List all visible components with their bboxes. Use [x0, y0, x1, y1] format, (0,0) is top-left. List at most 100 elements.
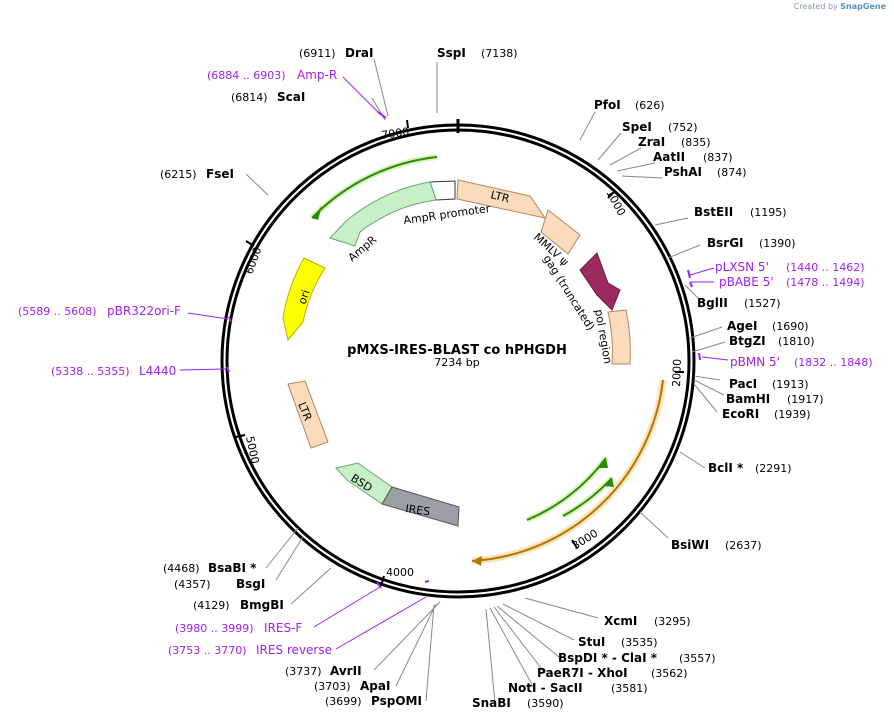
primer-iresf-range: (3980 .. 3999) — [175, 622, 254, 635]
enzyme-apai[interactable]: ApaI — [360, 679, 390, 693]
tick-3000: 3000 — [570, 527, 601, 553]
enzyme-paer7i-xhoi-pos: (3562) — [651, 667, 688, 680]
enzyme-stui-pos: (3535) — [621, 636, 658, 649]
primer-iresrev-range: (3753 .. 3770) — [168, 644, 247, 657]
primer-leaders — [179, 76, 729, 650]
enzyme-bsiwi[interactable]: BsiWI — [671, 538, 709, 552]
snapgene-logo: SnapGene — [840, 2, 886, 11]
enzyme-bsteii-pos: (1195) — [750, 206, 787, 219]
primer-ampr[interactable]: Amp-R — [297, 68, 337, 82]
enzyme-aatii[interactable]: AatII — [653, 150, 685, 164]
tick-7000: 7000 — [381, 125, 411, 142]
enzyme-bsiwi-pos: (2637) — [725, 539, 762, 552]
enzyme-zrai-pos: (835) — [681, 136, 711, 149]
enzyme-xcmi-pos: (3295) — [654, 615, 691, 628]
enzyme-noti-sacii[interactable]: NotI - SacII — [508, 681, 583, 695]
enzyme-bsgi-pos: (4357) — [174, 578, 211, 591]
enzyme-bsrgi[interactable]: BsrGI — [707, 236, 744, 250]
primer-pbmn[interactable]: pBMN 5' — [730, 355, 780, 369]
enzyme-spei[interactable]: SpeI — [622, 120, 652, 134]
enzyme-bsgi[interactable]: BsgI — [236, 577, 265, 591]
primer-pbr322ori[interactable]: pBR322ori-F — [107, 304, 181, 318]
enzyme-bmgbi[interactable]: BmgBI — [240, 598, 284, 612]
enzyme-fsei-pos: (6215) — [160, 168, 197, 181]
enzyme-bspdi-clai[interactable]: BspDI * - ClaI * — [558, 651, 658, 665]
enzyme-bmgbi-pos: (4129) — [193, 599, 230, 612]
enzyme-aatii-pos: (837) — [703, 151, 733, 164]
primer-plxsn-range: (1440 .. 1462) — [786, 261, 865, 274]
enzyme-pspomi-pos: (3699) — [325, 695, 362, 708]
feature-ori-label: ori — [296, 288, 313, 306]
enzyme-bcli[interactable]: BclI * — [708, 461, 744, 475]
enzyme-ecori[interactable]: EcoRI — [722, 407, 759, 421]
primer-l4440-range: (5338 .. 5355) — [51, 365, 130, 378]
feature-ltr-top-label: LTR — [489, 188, 511, 205]
enzyme-drai[interactable]: DraI — [345, 46, 373, 60]
tick-4000: 4000 — [386, 566, 414, 579]
enzyme-sspi-pos: (7138) — [481, 47, 518, 60]
enzyme-btgzi-pos: (1810) — [778, 335, 815, 348]
primer-iresf[interactable]: IRES-F — [264, 621, 302, 635]
feature-mmlv — [540, 209, 581, 255]
enzyme-pshai-pos: (874) — [717, 166, 747, 179]
enzyme-spei-pos: (752) — [668, 121, 698, 134]
feature-ires-label: IRES — [405, 502, 431, 518]
enzyme-labels-left: (6911) DraI (6884 .. 6903) Amp-R (6814) … — [18, 46, 422, 708]
enzyme-snabi[interactable]: SnaBI — [472, 696, 511, 710]
primer-iresrev[interactable]: IRES reverse — [256, 643, 332, 657]
feature-ampr-promoter-label: AmpR promoter — [403, 202, 492, 227]
enzyme-pfoi[interactable]: PfoI — [594, 98, 621, 112]
orf-arrows — [309, 154, 667, 566]
primer-pbr322ori-range: (5589 .. 5608) — [18, 305, 97, 318]
enzyme-pspomi[interactable]: PspOMI — [371, 694, 422, 708]
enzyme-btgzi[interactable]: BtgZI — [729, 334, 766, 348]
enzyme-pshai[interactable]: PshAI — [664, 165, 702, 179]
enzyme-avrii-pos: (3737) — [285, 665, 322, 678]
primer-ampr-range: (6884 .. 6903) — [207, 69, 286, 82]
created-by-text: Created by — [793, 2, 838, 11]
enzyme-sspi[interactable]: SspI — [437, 46, 466, 60]
plasmid-size: 7234 bp — [434, 356, 479, 369]
enzyme-paci-pos: (1913) — [772, 378, 809, 391]
enzyme-bsabi-pos: (4468) — [163, 562, 200, 575]
primer-marks — [226, 111, 701, 589]
enzyme-avrii[interactable]: AvrII — [330, 664, 362, 678]
enzyme-paer7i-xhoi[interactable]: PaeR7I - XhoI — [537, 666, 628, 680]
primer-pbabe[interactable]: pBABE 5' — [719, 275, 774, 289]
primer-l4440[interactable]: L4440 — [139, 364, 176, 378]
enzyme-xcmi[interactable]: XcmI — [604, 614, 637, 628]
enzyme-bglii-pos: (1527) — [744, 297, 781, 310]
label-leaders — [245, 58, 726, 704]
feature-gag — [579, 252, 621, 311]
tick-5000: 5000 — [243, 435, 262, 465]
enzyme-bglii[interactable]: BglII — [697, 296, 728, 310]
enzyme-fsei[interactable]: FseI — [206, 167, 234, 181]
enzyme-paci[interactable]: PacI — [729, 377, 757, 391]
tick-2000: 2000 — [670, 359, 684, 387]
enzyme-apai-pos: (3703) — [314, 680, 351, 693]
primer-plxsn[interactable]: pLXSN 5' — [715, 260, 769, 274]
feature-ori — [282, 257, 326, 342]
enzyme-bspdi-clai-pos: (3557) — [679, 652, 716, 665]
primer-pbabe-range: (1478 .. 1494) — [786, 276, 865, 289]
enzyme-bsteii[interactable]: BstEII — [694, 205, 733, 219]
enzyme-bamhi[interactable]: BamHI — [726, 392, 770, 406]
feature-pol — [607, 309, 631, 365]
enzyme-drai-pos: (6911) — [299, 47, 336, 60]
enzyme-bsrgi-pos: (1390) — [759, 237, 796, 250]
enzyme-bsabi[interactable]: BsaBI * — [208, 561, 257, 575]
enzyme-agei[interactable]: AgeI — [727, 319, 757, 333]
snapgene-branding: Created by SnapGene — [794, 2, 886, 11]
enzyme-scai-pos: (6814) — [231, 91, 268, 104]
enzyme-zrai[interactable]: ZraI — [638, 135, 665, 149]
enzyme-bcli-pos: (2291) — [755, 462, 792, 475]
enzyme-scai[interactable]: ScaI — [277, 90, 305, 104]
enzyme-pfoi-pos: (626) — [635, 99, 665, 112]
enzyme-stui[interactable]: StuI — [578, 635, 605, 649]
feature-ltr-left — [287, 380, 329, 449]
enzyme-noti-sacii-pos: (3581) — [611, 682, 648, 695]
enzyme-agei-pos: (1690) — [772, 320, 809, 333]
feature-ires — [381, 486, 460, 527]
orf-orange-arrow — [471, 379, 667, 565]
